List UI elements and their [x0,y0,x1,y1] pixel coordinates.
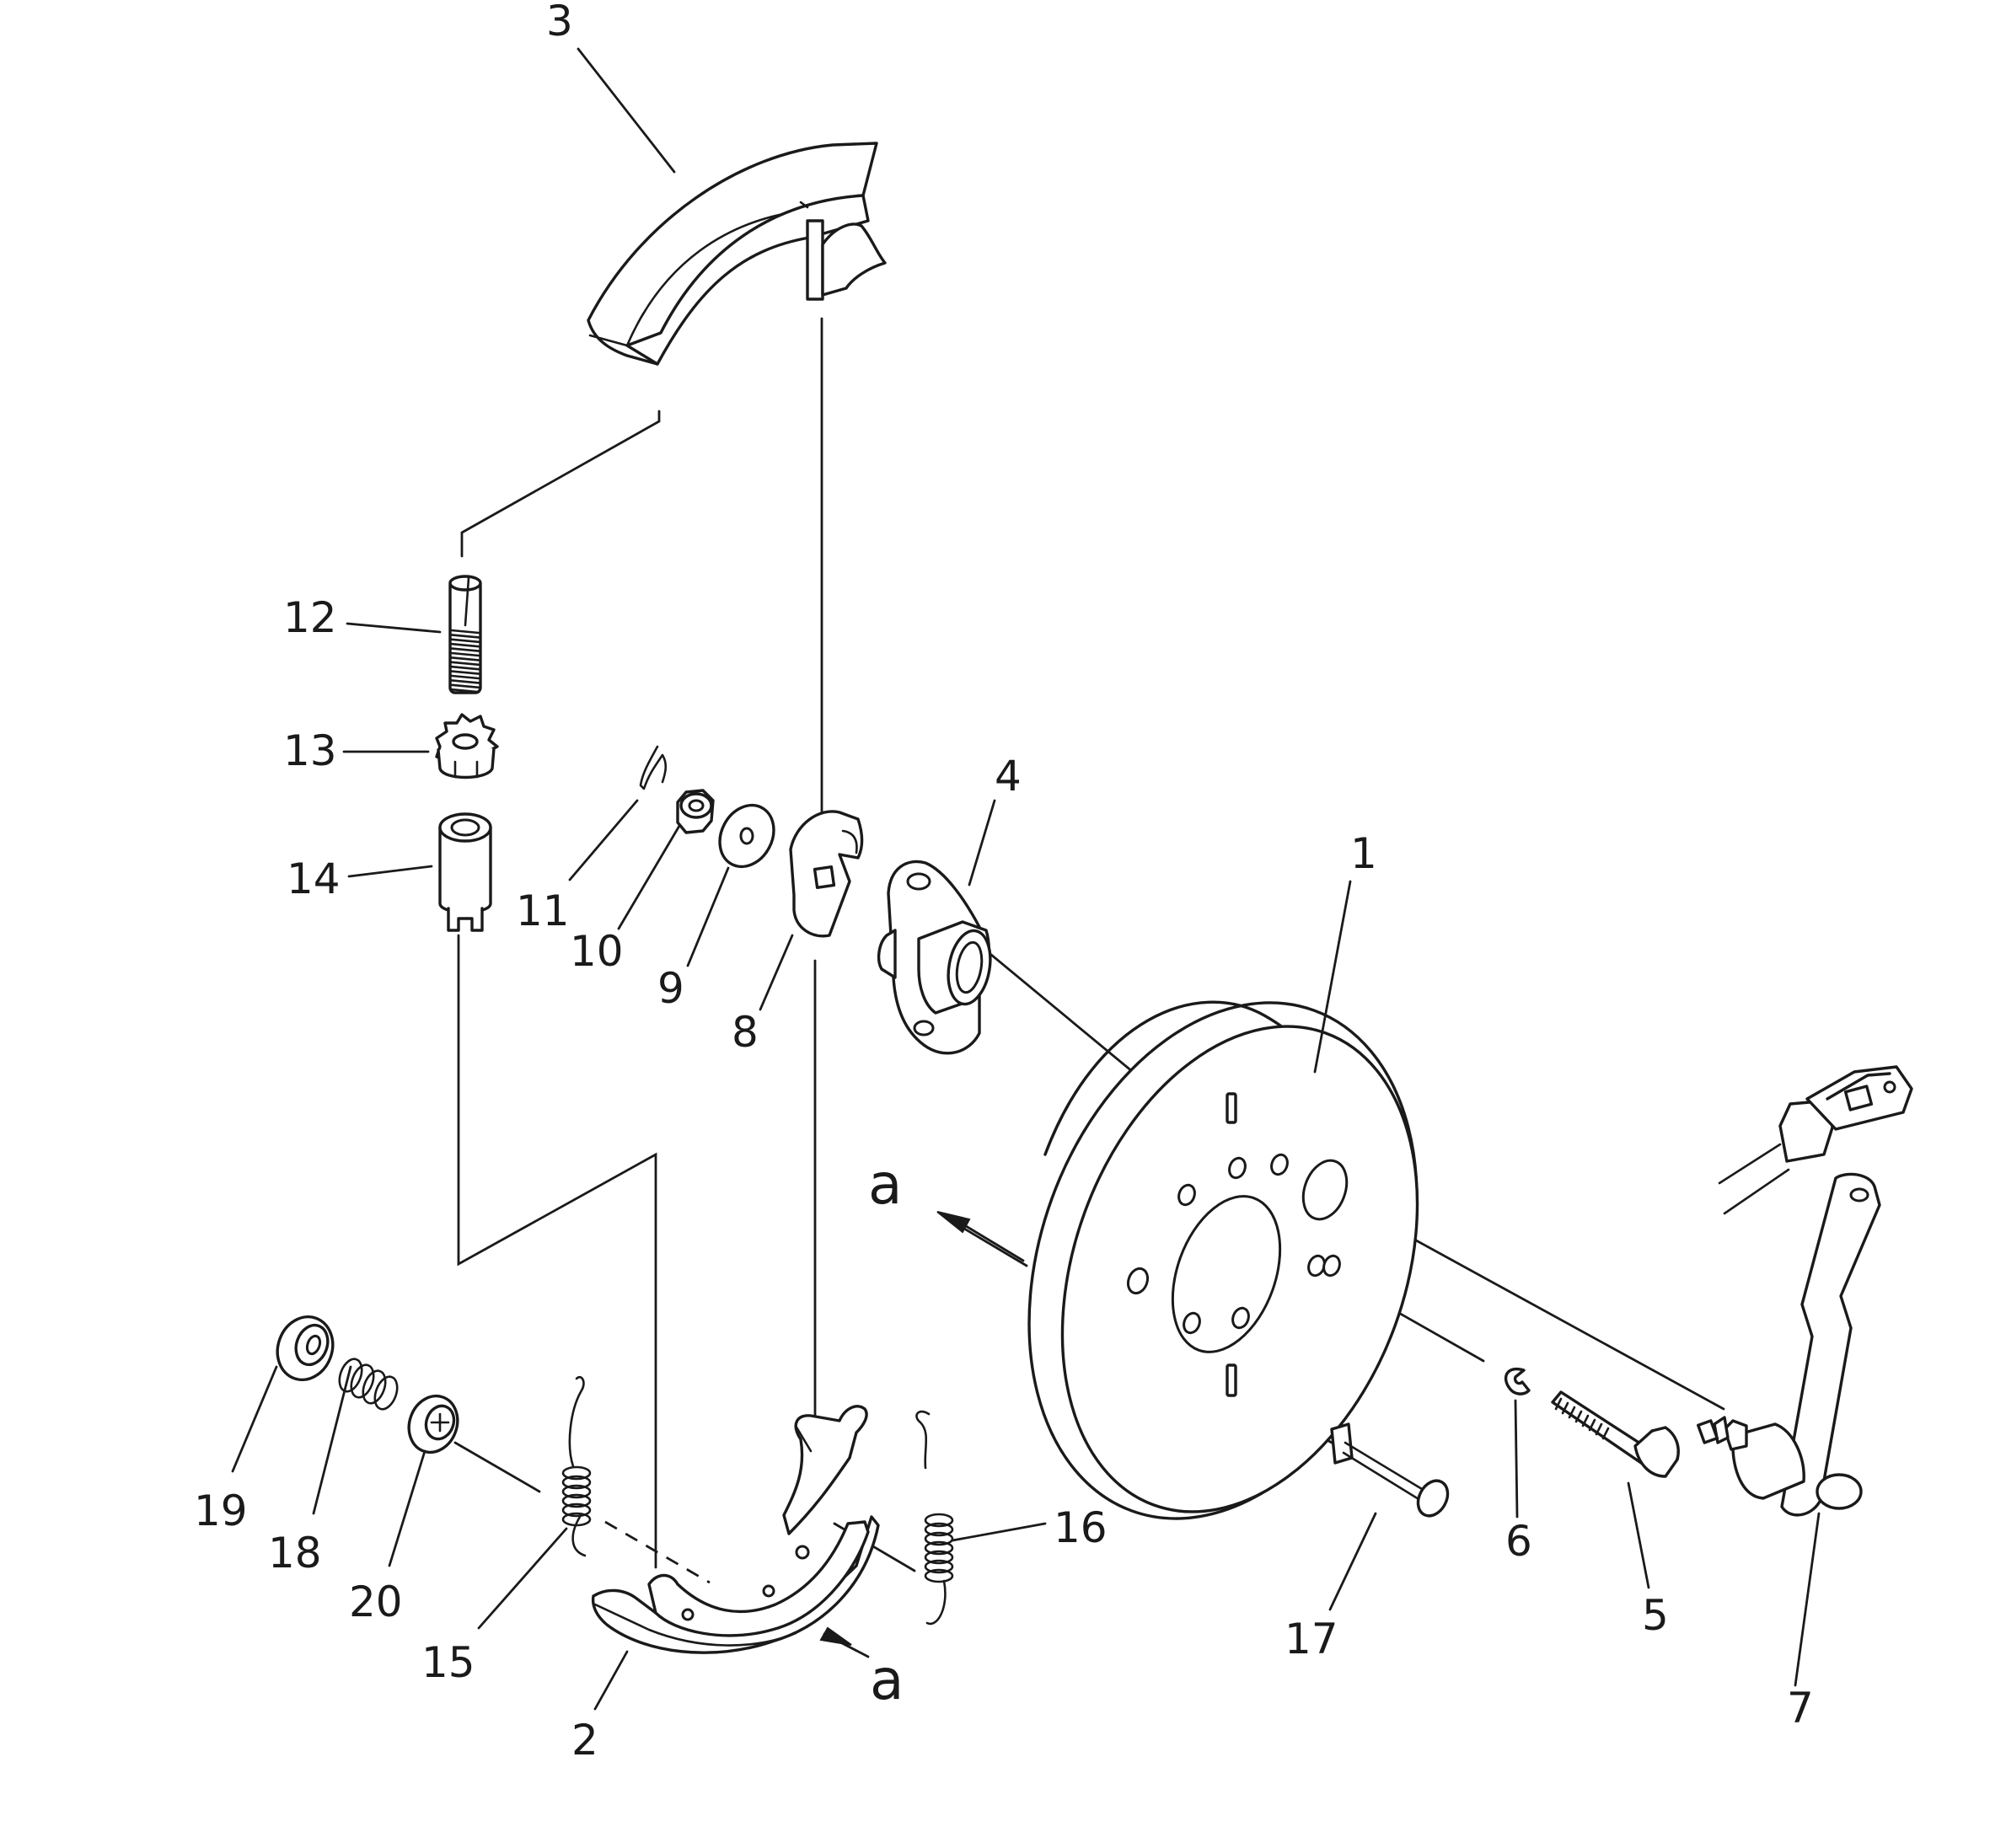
return-spring-15 [561,1375,592,1557]
label-18: 18 [268,1529,322,1577]
parking-lever [1697,1172,1881,1517]
bolt [1551,1390,1680,1478]
label-17: 17 [1285,1615,1338,1663]
label-11: 11 [516,887,570,935]
star-wheel [435,713,499,779]
label-13: 13 [283,726,337,775]
nut [676,789,715,834]
label-14: 14 [287,854,341,903]
label-16: 16 [1054,1503,1108,1552]
label-5: 5 [1642,1591,1669,1640]
label-19: 19 [194,1486,248,1535]
retainer-washer [276,1315,335,1382]
cotter-pin [639,745,668,790]
snap-ring [1504,1367,1531,1395]
label-8: 8 [732,1008,759,1057]
label-1: 1 [1350,829,1377,878]
hold-down-spring [338,1358,399,1411]
label-10: 10 [570,927,624,976]
label-view-a-top: a [868,1152,902,1217]
assembly-lines [453,317,1790,1584]
label-6: 6 [1505,1517,1532,1566]
bushing-flange [877,860,992,1055]
part-labels: 3 12 13 14 11 10 9 8 4 1 6 5 7 17 16 15 … [194,0,1814,1765]
washer [718,803,775,869]
label-leaders [231,47,1821,1711]
backing-plate [1027,1000,1419,1520]
return-spring-16 [915,1410,954,1626]
lower-brake-shoe [591,1405,880,1654]
label-7: 7 [1787,1684,1814,1733]
label-9: 9 [657,964,684,1013]
view-a-arrows [819,1211,1025,1658]
hold-down-pin [1330,1422,1450,1518]
label-4: 4 [995,752,1022,801]
adjuster-socket [438,812,492,932]
label-view-a-bottom: a [870,1647,904,1712]
cable-clevis [1778,1065,1913,1163]
label-15: 15 [421,1638,475,1687]
label-3: 3 [546,0,573,46]
label-12: 12 [283,593,337,642]
retainer-cup [407,1394,459,1454]
label-20: 20 [349,1577,403,1626]
upper-brake-shoe [587,142,887,366]
label-2: 2 [571,1716,598,1765]
adjuster-screw [448,575,482,694]
cam-plate [789,810,864,938]
